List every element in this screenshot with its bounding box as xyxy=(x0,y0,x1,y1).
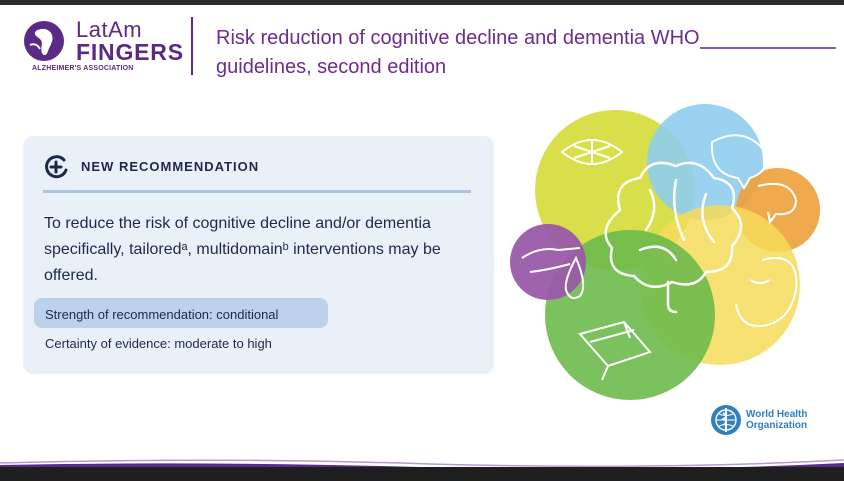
who-logo: World Health Organization xyxy=(709,403,819,437)
bottom-wave-decoration xyxy=(0,459,844,467)
certainty-of-evidence: Certainty of evidence: moderate to high xyxy=(45,336,272,351)
card-heading: NEW RECOMMENDATION xyxy=(81,159,260,174)
who-name: World Health Organization xyxy=(746,409,808,431)
strength-highlight xyxy=(34,298,328,328)
plus-circle-icon xyxy=(45,155,68,179)
lemon-icon xyxy=(560,139,624,165)
logo-line2: FINGERS xyxy=(76,39,184,65)
logo-line1: LatAm xyxy=(76,17,143,42)
latam-fingers-logo: LatAm FINGERS ALZHEIMER'S ASSOCIATION xyxy=(22,15,184,77)
speech-bubbles-icon xyxy=(710,134,798,225)
recommendation-text: To reduce the risk of cognitive decline … xyxy=(44,215,441,284)
card-divider xyxy=(43,190,471,193)
strength-of-recommendation: Strength of recommendation: conditional xyxy=(45,307,279,322)
drop-icon xyxy=(564,255,585,299)
face-icon xyxy=(735,257,798,328)
bottom-bar xyxy=(0,467,844,481)
health-illustration xyxy=(510,104,820,400)
book-icon xyxy=(578,320,652,381)
brain-icon xyxy=(604,161,743,314)
latam-map-hand-icon xyxy=(24,21,64,61)
recommendation-card: NEW RECOMMENDATION To reduce the risk of… xyxy=(23,136,494,374)
slide-title: Risk reduction of cognitive decline and … xyxy=(216,27,700,78)
hand-icon xyxy=(521,247,581,273)
header-divider xyxy=(191,17,193,75)
slide: LatAm FINGERS ALZHEIMER'S ASSOCIATION Ri… xyxy=(0,5,844,467)
green-circle xyxy=(545,230,715,400)
title-underline xyxy=(700,47,836,49)
who-emblem-icon xyxy=(711,405,741,435)
alzheimers-association-label: ALZHEIMER'S ASSOCIATION xyxy=(32,65,134,72)
